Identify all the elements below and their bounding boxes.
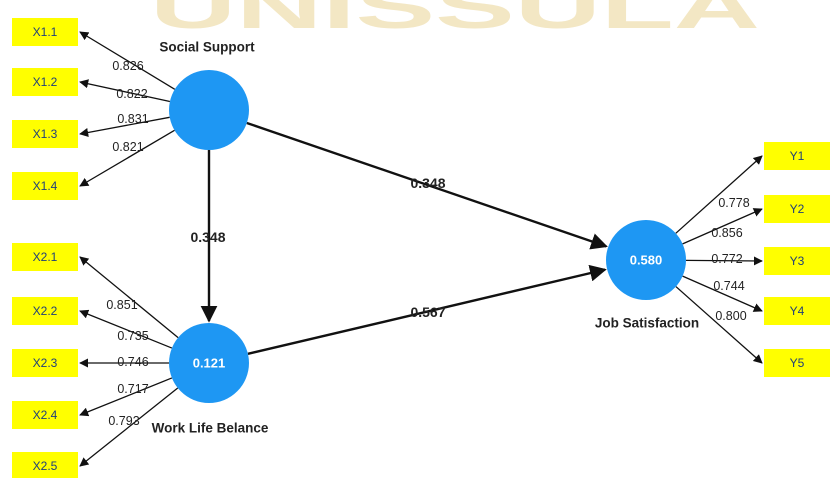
loading-value: 0.744 <box>713 279 744 293</box>
indicator-label: X2.2 <box>33 304 58 318</box>
indicator-label: Y5 <box>790 356 805 370</box>
loading-value: 0.822 <box>116 87 147 101</box>
loading-value: 0.800 <box>715 309 746 323</box>
loading-value: 0.821 <box>112 140 143 154</box>
r-squared-value: 0.121 <box>193 356 226 371</box>
loading-arrow <box>79 31 176 90</box>
loading-arrow <box>682 275 763 312</box>
r-squared-value: 0.580 <box>630 253 663 268</box>
loading-value: 0.717 <box>117 382 148 396</box>
loading-value: 0.746 <box>117 355 148 369</box>
loading-arrow <box>79 116 170 137</box>
loading-arrow <box>79 387 179 467</box>
latent-name: Social Support <box>159 40 255 55</box>
loading-value: 0.856 <box>711 226 742 240</box>
path-arrow-ss-to-js <box>246 121 608 250</box>
loading-value: 0.826 <box>112 59 143 73</box>
indicator-box[interactable] <box>12 243 78 271</box>
loading-value: 0.831 <box>117 112 148 126</box>
latent-circle-social-support[interactable] <box>169 70 249 150</box>
indicator-label: X1.1 <box>33 25 58 39</box>
indicator-box[interactable] <box>764 142 830 170</box>
indicator-box[interactable] <box>764 349 830 377</box>
indicator-label: Y2 <box>790 202 805 216</box>
indicator-label: X1.3 <box>33 127 58 141</box>
indicator-label: X2.1 <box>33 250 58 264</box>
loading-arrow <box>79 79 171 103</box>
path-coefficient: 0.348 <box>410 175 445 191</box>
indicator-box[interactable] <box>12 68 78 96</box>
path-coefficient: 0.348 <box>190 229 225 245</box>
loading-arrow <box>682 208 763 245</box>
path-coefficient: 0.567 <box>410 304 445 320</box>
latent-name: Work Life Belance <box>152 421 269 436</box>
loading-arrow <box>79 377 173 417</box>
indicator-label: X1.4 <box>33 179 58 193</box>
indicator-label: Y4 <box>790 304 805 318</box>
indicator-box[interactable] <box>12 349 78 377</box>
latent-circle-job-satisfaction[interactable] <box>606 220 686 300</box>
loading-value: 0.851 <box>106 298 137 312</box>
loading-arrow <box>79 129 175 187</box>
nodes-layer <box>12 18 830 478</box>
indicator-box[interactable] <box>764 195 830 223</box>
indicator-box[interactable] <box>12 297 78 325</box>
indicator-box[interactable] <box>12 120 78 148</box>
indicator-label: Y3 <box>790 254 805 268</box>
loading-arrow <box>675 286 763 364</box>
loading-value: 0.778 <box>718 196 749 210</box>
indicator-label: X2.3 <box>33 356 58 370</box>
indicator-box[interactable] <box>12 401 78 429</box>
loading-arrow <box>79 309 173 349</box>
indicator-box[interactable] <box>12 452 78 478</box>
loading-value: 0.772 <box>711 252 742 266</box>
indicator-label: X2.5 <box>33 459 58 473</box>
indicator-box[interactable] <box>12 172 78 200</box>
indicator-box[interactable] <box>764 297 830 325</box>
latent-name: Job Satisfaction <box>595 316 699 331</box>
indicator-box[interactable] <box>764 247 830 275</box>
loading-value: 0.735 <box>117 329 148 343</box>
watermark: UNISSULA <box>150 0 760 41</box>
loading-arrow <box>675 155 763 234</box>
indicator-box[interactable] <box>12 18 78 46</box>
arrows-layer <box>79 31 763 467</box>
indicator-label: X1.2 <box>33 75 58 89</box>
indicator-label: Y1 <box>790 149 805 163</box>
loading-arrow <box>79 256 179 339</box>
path-arrow-wlb-to-js <box>247 264 607 355</box>
loading-arrow <box>685 256 763 266</box>
loading-value: 0.793 <box>108 414 139 428</box>
latent-circle-work-life-balance[interactable] <box>169 323 249 403</box>
indicator-label: X2.4 <box>33 408 58 422</box>
